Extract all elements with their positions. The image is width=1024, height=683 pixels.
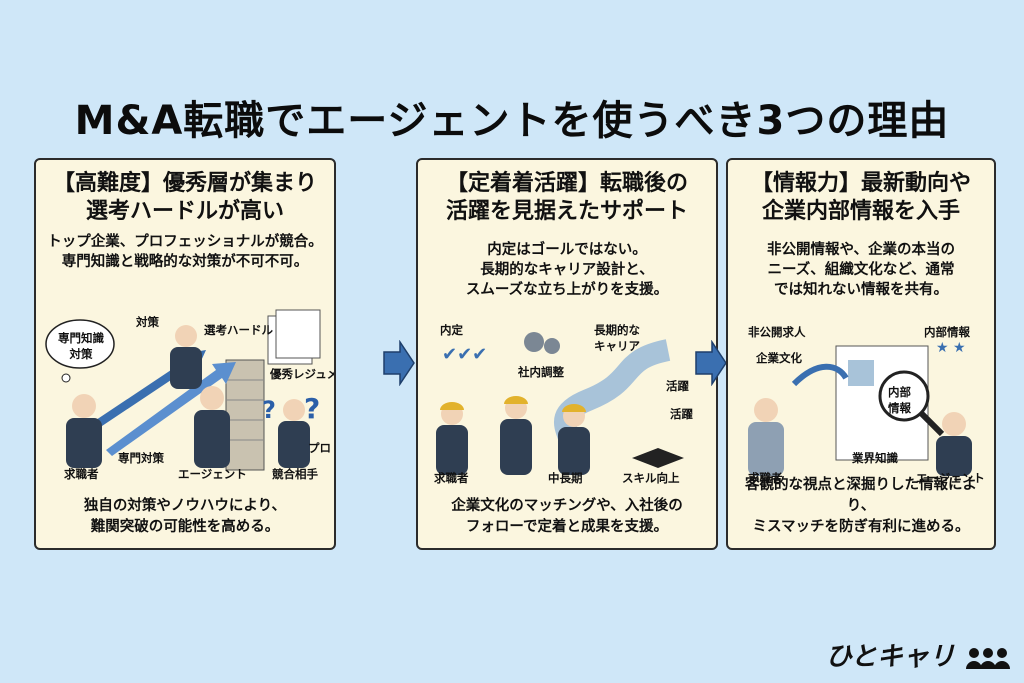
resume-label: 優秀レジュメ: [270, 367, 336, 381]
katsuyaku-label-1: 活躍: [666, 379, 689, 393]
flow-arrow-icon: [383, 340, 415, 386]
panel-footer: 企業文化のマッチングや、入社後の フォローで定着と成果を支援。: [451, 498, 683, 535]
people-icon: [966, 647, 1010, 669]
agent-label: エージェント: [178, 467, 247, 481]
pro-label: プロ: [308, 441, 331, 455]
skill-label: スキル向上: [622, 471, 680, 485]
senmon-label: 専門対策: [118, 451, 164, 465]
panel-title: 【情報力】最新動向や 企業内部情報を入手: [750, 171, 971, 224]
flow-arrow-icon: [695, 340, 727, 386]
panel-title: 【高難度】優秀層が集まり 選考ハードルが高い: [52, 171, 317, 224]
naitei-label: 内定: [440, 323, 463, 337]
mid-long-label: 中長期: [548, 471, 583, 485]
svg-text:?: ?: [304, 392, 320, 425]
industry-label: 業界知識: [852, 451, 898, 465]
job-seeker-label: 求職者: [64, 467, 99, 481]
page-title: M&A転職でエージェントを使うべき3つの理由: [74, 98, 950, 144]
job-seeker-label: 求職者: [748, 471, 783, 485]
info-illustration: ★ ★: [748, 340, 972, 476]
hurdle-label: 選考ハードル: [204, 323, 273, 337]
panel-description: トップ企業、プロフェッショナルが競合。 専門知識と戦略的な対策が不可不可。: [47, 234, 323, 270]
panel-footer: 独自の対策やノウハウにより、 難関突破の可能性を高める。: [83, 498, 287, 535]
panel-footer: 客観的な視点と深掘りした情報により、 ミスマッチを防ぎ有利に進める。: [745, 477, 977, 535]
svg-text:?: ?: [262, 396, 276, 424]
bubble-label: 専門知識 対策: [58, 331, 104, 361]
agent-label: エージェント: [916, 471, 985, 485]
reason-panel-information: 【情報力】最新動向や 企業内部情報を入手 非公開情報や、企業の本当の ニーズ、組…: [726, 158, 996, 550]
reason-panel-difficulty: 【高難度】優秀層が集まり 選考ハードルが高い トップ企業、プロフェッショナルが競…: [34, 158, 336, 550]
career-illustration: ✔✔✔: [436, 332, 684, 477]
internal-info-label: 内部情報: [924, 325, 970, 339]
magnifier-label: 内部 情報: [888, 385, 911, 415]
taisaku-label: 対策: [136, 315, 159, 329]
katsuyaku-label-2: 活躍: [670, 407, 693, 421]
illustration-info-scene: ★ ★ 非公開求人 内部情報 企業文化 内部 情報 業界知識 求職者 エージェン…: [728, 320, 994, 485]
brand-logo: ひとキャリ: [826, 636, 1010, 673]
career-label: 長期的な キャリア: [594, 323, 640, 353]
job-seeker-label: 求職者: [434, 471, 469, 485]
hurdle-illustration: ? ?: [45, 309, 321, 471]
panel-description: 内定はゴールではない。 長期的なキャリア設計と、 スムーズな立ち上がりを支援。: [465, 242, 669, 298]
illustration-hurdle-scene: ? ? 専門知識 対策 対策 選考ハードル 優秀レジュメ 専門対策 プロ 求職者…: [36, 300, 336, 481]
illustration-career-scene: ✔✔✔ 内定 社内調整 長期的な キャリア 活躍 活躍 スキル向上 求職者 中長…: [418, 320, 716, 485]
svg-text:★ ★: ★ ★: [936, 340, 966, 356]
panel-description: 非公開情報や、企業の本当の ニーズ、組織文化など、通常 では知れない情報を共有。: [766, 242, 956, 298]
rival-label: 競合相手: [272, 467, 318, 481]
culture-label: 企業文化: [756, 351, 802, 365]
panel-title: 【定着着活躍】転職後の 活躍を見据えたサポート: [445, 171, 688, 224]
reason-panel-retention: 【定着着活躍】転職後の 活躍を見据えたサポート 内定はゴールではない。 長期的な…: [416, 158, 718, 550]
hidden-jobs-label: 非公開求人: [748, 325, 806, 339]
svg-text:✔✔✔: ✔✔✔: [442, 344, 487, 365]
adjust-label: 社内調整: [518, 365, 564, 379]
